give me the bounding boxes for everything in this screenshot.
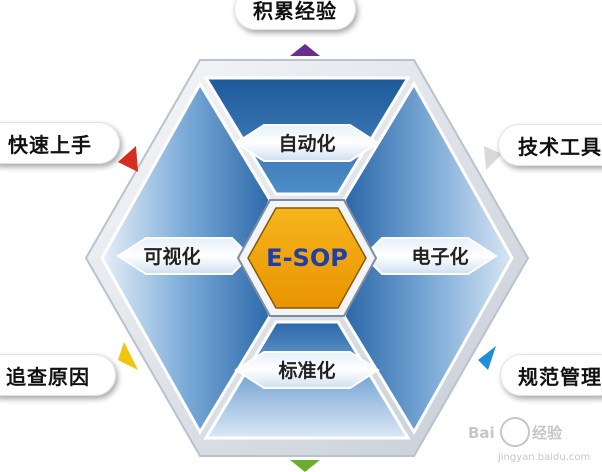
label-right: 电子化 [411,245,468,268]
arrow-right-top [484,146,502,170]
outer-label-top: 积累经验 [234,0,356,30]
arrow-left [118,146,138,172]
outer-label-right-top: 技术工具 [498,124,602,166]
outer-label-bottom-right-text: 规范管理 [518,364,602,389]
center-hexagon [247,207,367,309]
arrow-bottom [290,460,320,472]
watermark-logo: Bai [468,424,495,442]
outer-label-left: 快速上手 [0,122,120,164]
diamond-right [362,237,498,275]
label-left: 可视化 [143,245,200,268]
center-label: E-SOP [266,244,348,272]
outer-label-left-text: 快速上手 [8,132,92,157]
diamond-top [234,124,380,162]
label-bottom: 标准化 [278,359,335,382]
arrow-top [290,44,320,56]
outer-label-bottom-left: 追查原因 [0,354,116,396]
arrow-bottom-left [118,342,138,370]
baidu-watermark: Bai 经验 jingyan.baidu.com [468,417,590,463]
label-top: 自动化 [278,132,335,155]
arrow-bottom-right [478,346,496,370]
outer-label-bottom-left-text: 追查原因 [6,364,90,389]
watermark-url: jingyan.baidu.com [497,452,590,463]
outer-label-right-top-text: 技术工具 [518,134,602,159]
diamond-bottom [234,351,380,389]
outer-label-bottom-right: 规范管理 [500,354,602,396]
watermark-logo-tail: 经验 [532,424,563,442]
outer-label-top-text: 积累经验 [253,0,337,23]
